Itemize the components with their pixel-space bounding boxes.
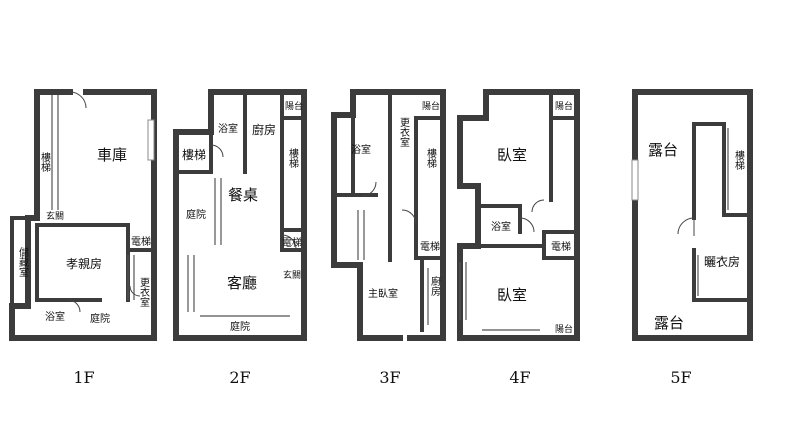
room-terrace-bottom: 露台 xyxy=(654,314,684,332)
room-bathroom: 浴室 xyxy=(351,143,371,156)
room-closet: 更衣室 xyxy=(138,277,150,307)
room-terrace-top: 露台 xyxy=(648,141,678,159)
room-balcony-top: 陽台 xyxy=(555,100,573,112)
room-stairs: 樓梯 xyxy=(425,147,437,169)
room-stairs-left: 樓梯 xyxy=(182,147,206,162)
room-living: 客廳 xyxy=(227,274,257,292)
room-courtyard-bottom: 庭院 xyxy=(230,320,250,333)
floor-5f-plan: 露台 樓梯 曬衣房 露台 5F xyxy=(631,89,753,387)
floor-2f-plan: 浴室 廚房 陽台 樓梯 樓梯 餐桌 庭院 電梯 客廳 玄關 庭院 2F xyxy=(173,89,307,387)
floor-4f-plan: 臥室 陽台 浴室 電梯 臥室 陽台 4F xyxy=(457,89,580,387)
room-courtyard-side: 庭院 xyxy=(186,208,206,221)
room-foyer: 玄關 xyxy=(283,269,301,281)
room-elevator: 電梯 xyxy=(551,240,571,253)
room-courtyard: 庭院 xyxy=(90,312,110,325)
floor-label-3f: 3F xyxy=(379,368,400,387)
floor-label-5f: 5F xyxy=(670,368,691,387)
room-kitchen: 廚房 xyxy=(252,122,276,137)
room-parents: 孝親房 xyxy=(66,256,102,271)
floor-1f-plan: 車庫 樓梯 玄關 儲藏室 孝親房 電梯 更衣室 浴室 庭院 1F xyxy=(9,89,157,387)
floor-3f-plan: 浴室 更衣室 陽台 樓梯 電梯 主臥室 廚房 3F xyxy=(331,89,446,387)
room-dining: 餐桌 xyxy=(228,186,258,204)
room-elevator: 電梯 xyxy=(282,236,302,249)
room-elevator: 電梯 xyxy=(420,240,440,253)
floor-label-4f: 4F xyxy=(509,368,530,387)
room-closet: 更衣室 xyxy=(398,117,410,147)
room-bathroom: 浴室 xyxy=(218,122,238,135)
room-stairs: 樓梯 xyxy=(39,151,51,173)
room-bathroom: 浴室 xyxy=(491,220,511,233)
room-kitchen: 廚房 xyxy=(429,275,441,297)
room-foyer: 玄關 xyxy=(46,210,64,222)
room-stairs: 樓梯 xyxy=(733,149,745,171)
room-bathroom: 浴室 xyxy=(45,310,65,323)
room-elevator: 電梯 xyxy=(131,235,151,248)
room-balcony: 陽台 xyxy=(285,100,303,112)
room-stairs-right: 樓梯 xyxy=(287,147,299,169)
room-garage: 車庫 xyxy=(97,146,127,164)
floor-label-2f: 2F xyxy=(229,368,250,387)
room-bedroom-bottom: 臥室 xyxy=(497,286,527,304)
room-bedroom-top: 臥室 xyxy=(497,146,527,164)
room-balcony-bottom: 陽台 xyxy=(555,323,573,335)
floor-label-1f: 1F xyxy=(73,368,94,387)
room-drying: 曬衣房 xyxy=(704,254,740,269)
room-storage: 儲藏室 xyxy=(17,247,29,277)
room-master-bedroom: 主臥室 xyxy=(368,287,398,300)
room-balcony: 陽台 xyxy=(422,100,440,112)
